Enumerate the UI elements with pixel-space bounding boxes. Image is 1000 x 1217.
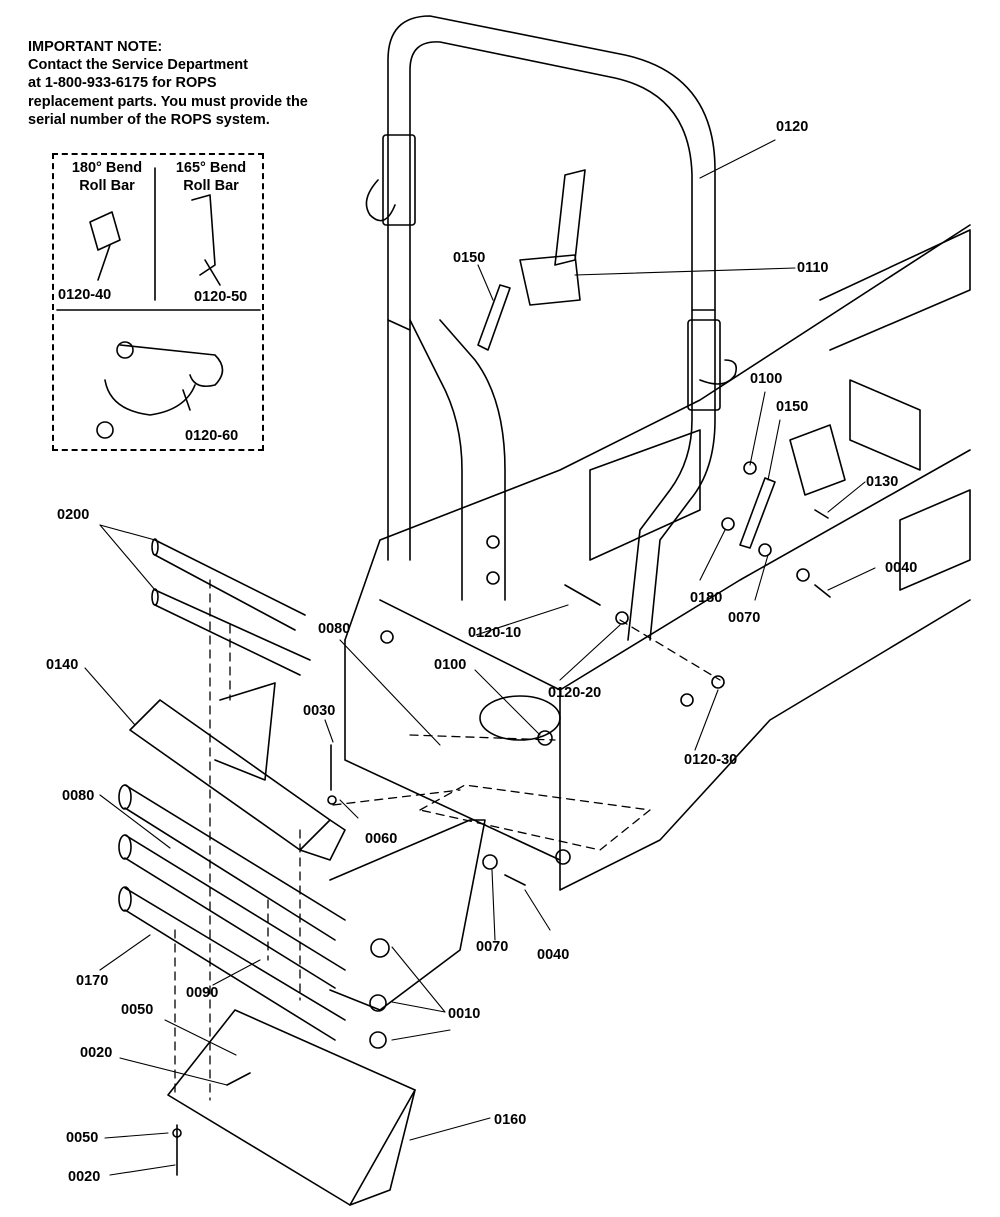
tray-drawing (129, 682, 346, 861)
roll-bar-inset: 180° Bend Roll Bar 165° Bend Roll Bar (52, 153, 264, 451)
callout-0120-40: 0120-40 (58, 287, 112, 303)
callout-0160: 0160 (494, 1112, 527, 1128)
leader-lines-drawing (84, 139, 876, 1176)
note-line: at 1-800-933-6175 for ROPS (28, 75, 217, 92)
important-note: IMPORTANT NOTE: Contact the Service Depa… (28, 38, 358, 129)
callout-0200: 0200 (57, 507, 90, 523)
callout-0120-10: 0120-10 (468, 625, 522, 641)
callout-0130: 0130 (866, 474, 899, 490)
callout-0120-60: 0120-60 (185, 428, 239, 444)
bottom-plate-drawing (167, 1009, 416, 1206)
callout-0140: 0140 (46, 657, 79, 673)
rack-drawing (118, 784, 486, 1049)
inset-title-180: 180° Bend Roll Bar (62, 159, 152, 195)
callout-0040: 0040 (885, 560, 918, 576)
callout-0020: 0020 (80, 1045, 113, 1061)
assembly-lines-drawing (174, 579, 721, 1101)
chassis-frame-drawing (344, 224, 971, 891)
callout-0080: 0080 (62, 788, 95, 804)
callout-0080: 0080 (318, 621, 351, 637)
callout-0150: 0150 (453, 250, 486, 266)
callout-0100: 0100 (434, 657, 467, 673)
roll-bar-drawing (365, 15, 738, 641)
seat-belt-drawing (477, 169, 846, 549)
inset-title-line: Roll Bar (79, 178, 135, 194)
callout-0060: 0060 (365, 831, 398, 847)
callout-0070: 0070 (728, 610, 761, 626)
callout-0020: 0020 (68, 1169, 101, 1185)
note-line: IMPORTANT NOTE: (28, 39, 163, 55)
inset-title-line: 180° Bend (71, 160, 143, 176)
fasteners-drawing (327, 461, 831, 886)
note-line: serial number of the ROPS system. (28, 111, 270, 128)
callout-0040: 0040 (537, 947, 570, 963)
tubes-drawing (151, 538, 311, 676)
inset-title-line: Roll Bar (183, 178, 239, 194)
callout-0120-50: 0120-50 (194, 289, 248, 305)
callout-0110: 0110 (797, 260, 829, 276)
callout-0150: 0150 (776, 399, 809, 415)
callout-0090: 0090 (186, 985, 219, 1001)
callout-0010: 0010 (448, 1006, 481, 1022)
inset-parts-drawing (56, 167, 261, 439)
callout-0070: 0070 (476, 939, 509, 955)
callout-0180: 0180 (690, 590, 723, 606)
note-line: Contact the Service Department (28, 57, 248, 74)
callout-0100: 0100 (750, 371, 783, 387)
callout-0120: 0120 (776, 119, 809, 135)
callout-0050: 0050 (121, 1002, 154, 1018)
inset-title-line: 165° Bend (175, 160, 247, 176)
callout-0050: 0050 (66, 1130, 99, 1146)
inset-title-165: 165° Bend Roll Bar (166, 159, 256, 195)
callout-0170: 0170 (76, 973, 109, 989)
callout-0120-20: 0120-20 (548, 685, 602, 701)
callout-0120-30: 0120-30 (684, 752, 738, 768)
callout-0030: 0030 (303, 703, 336, 719)
note-line: replacement parts. You must provide the (28, 93, 308, 110)
